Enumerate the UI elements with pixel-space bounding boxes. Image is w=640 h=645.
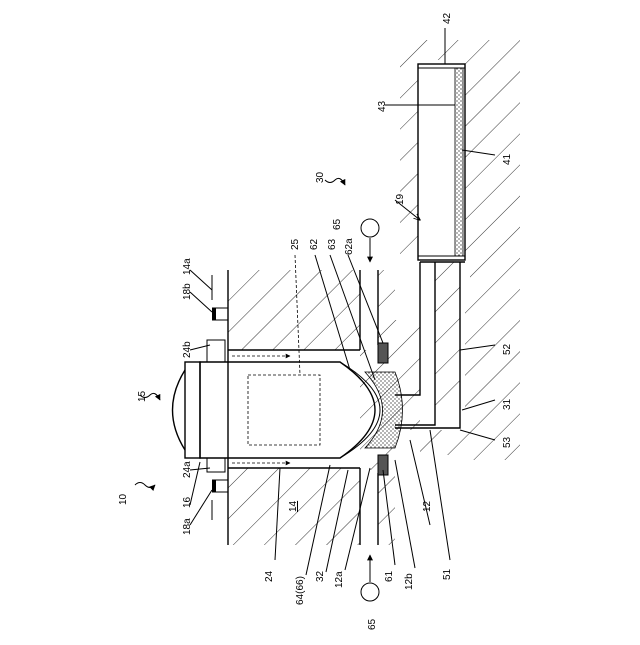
label-64-66: 64(66) bbox=[295, 576, 306, 605]
cavities bbox=[228, 64, 465, 470]
label-30: 30 bbox=[315, 171, 326, 183]
ground-hatch bbox=[228, 40, 520, 545]
label-43: 43 bbox=[377, 100, 388, 112]
label-12b: 12b bbox=[404, 573, 415, 590]
label-19: 19 bbox=[395, 193, 406, 205]
label-24a: 24a bbox=[182, 461, 193, 478]
label-41: 41 bbox=[502, 153, 513, 165]
label-14a: 14a bbox=[182, 258, 193, 275]
label-52: 52 bbox=[502, 343, 513, 355]
label-61: 61 bbox=[384, 570, 395, 582]
label-12a: 12a bbox=[334, 571, 345, 588]
label-18a: 18a bbox=[182, 518, 193, 535]
label-12: 12 bbox=[422, 500, 433, 512]
label-42: 42 bbox=[442, 12, 453, 24]
label-16: 16 bbox=[182, 496, 193, 508]
label-65-bottom: 65 bbox=[367, 618, 378, 630]
label-14: 14 bbox=[288, 500, 299, 512]
label-25: 25 bbox=[290, 238, 301, 250]
label-65-top: 65 bbox=[332, 218, 343, 230]
label-32: 32 bbox=[315, 570, 326, 582]
label-10: 10 bbox=[118, 493, 129, 505]
label-18b: 18b bbox=[182, 283, 193, 300]
label-62: 62 bbox=[309, 238, 320, 250]
label-51: 51 bbox=[442, 568, 453, 580]
inlet-65-bottom bbox=[361, 555, 379, 601]
label-63: 63 bbox=[327, 238, 338, 250]
label-24: 24 bbox=[264, 570, 275, 582]
label-53: 53 bbox=[502, 436, 513, 448]
inlet-65-top bbox=[361, 219, 379, 262]
floor-slab bbox=[212, 275, 228, 520]
label-15: 15 bbox=[137, 390, 148, 402]
label-24b: 24b bbox=[182, 341, 193, 358]
label-62a: 62a bbox=[344, 238, 355, 255]
label-31: 31 bbox=[502, 398, 513, 410]
